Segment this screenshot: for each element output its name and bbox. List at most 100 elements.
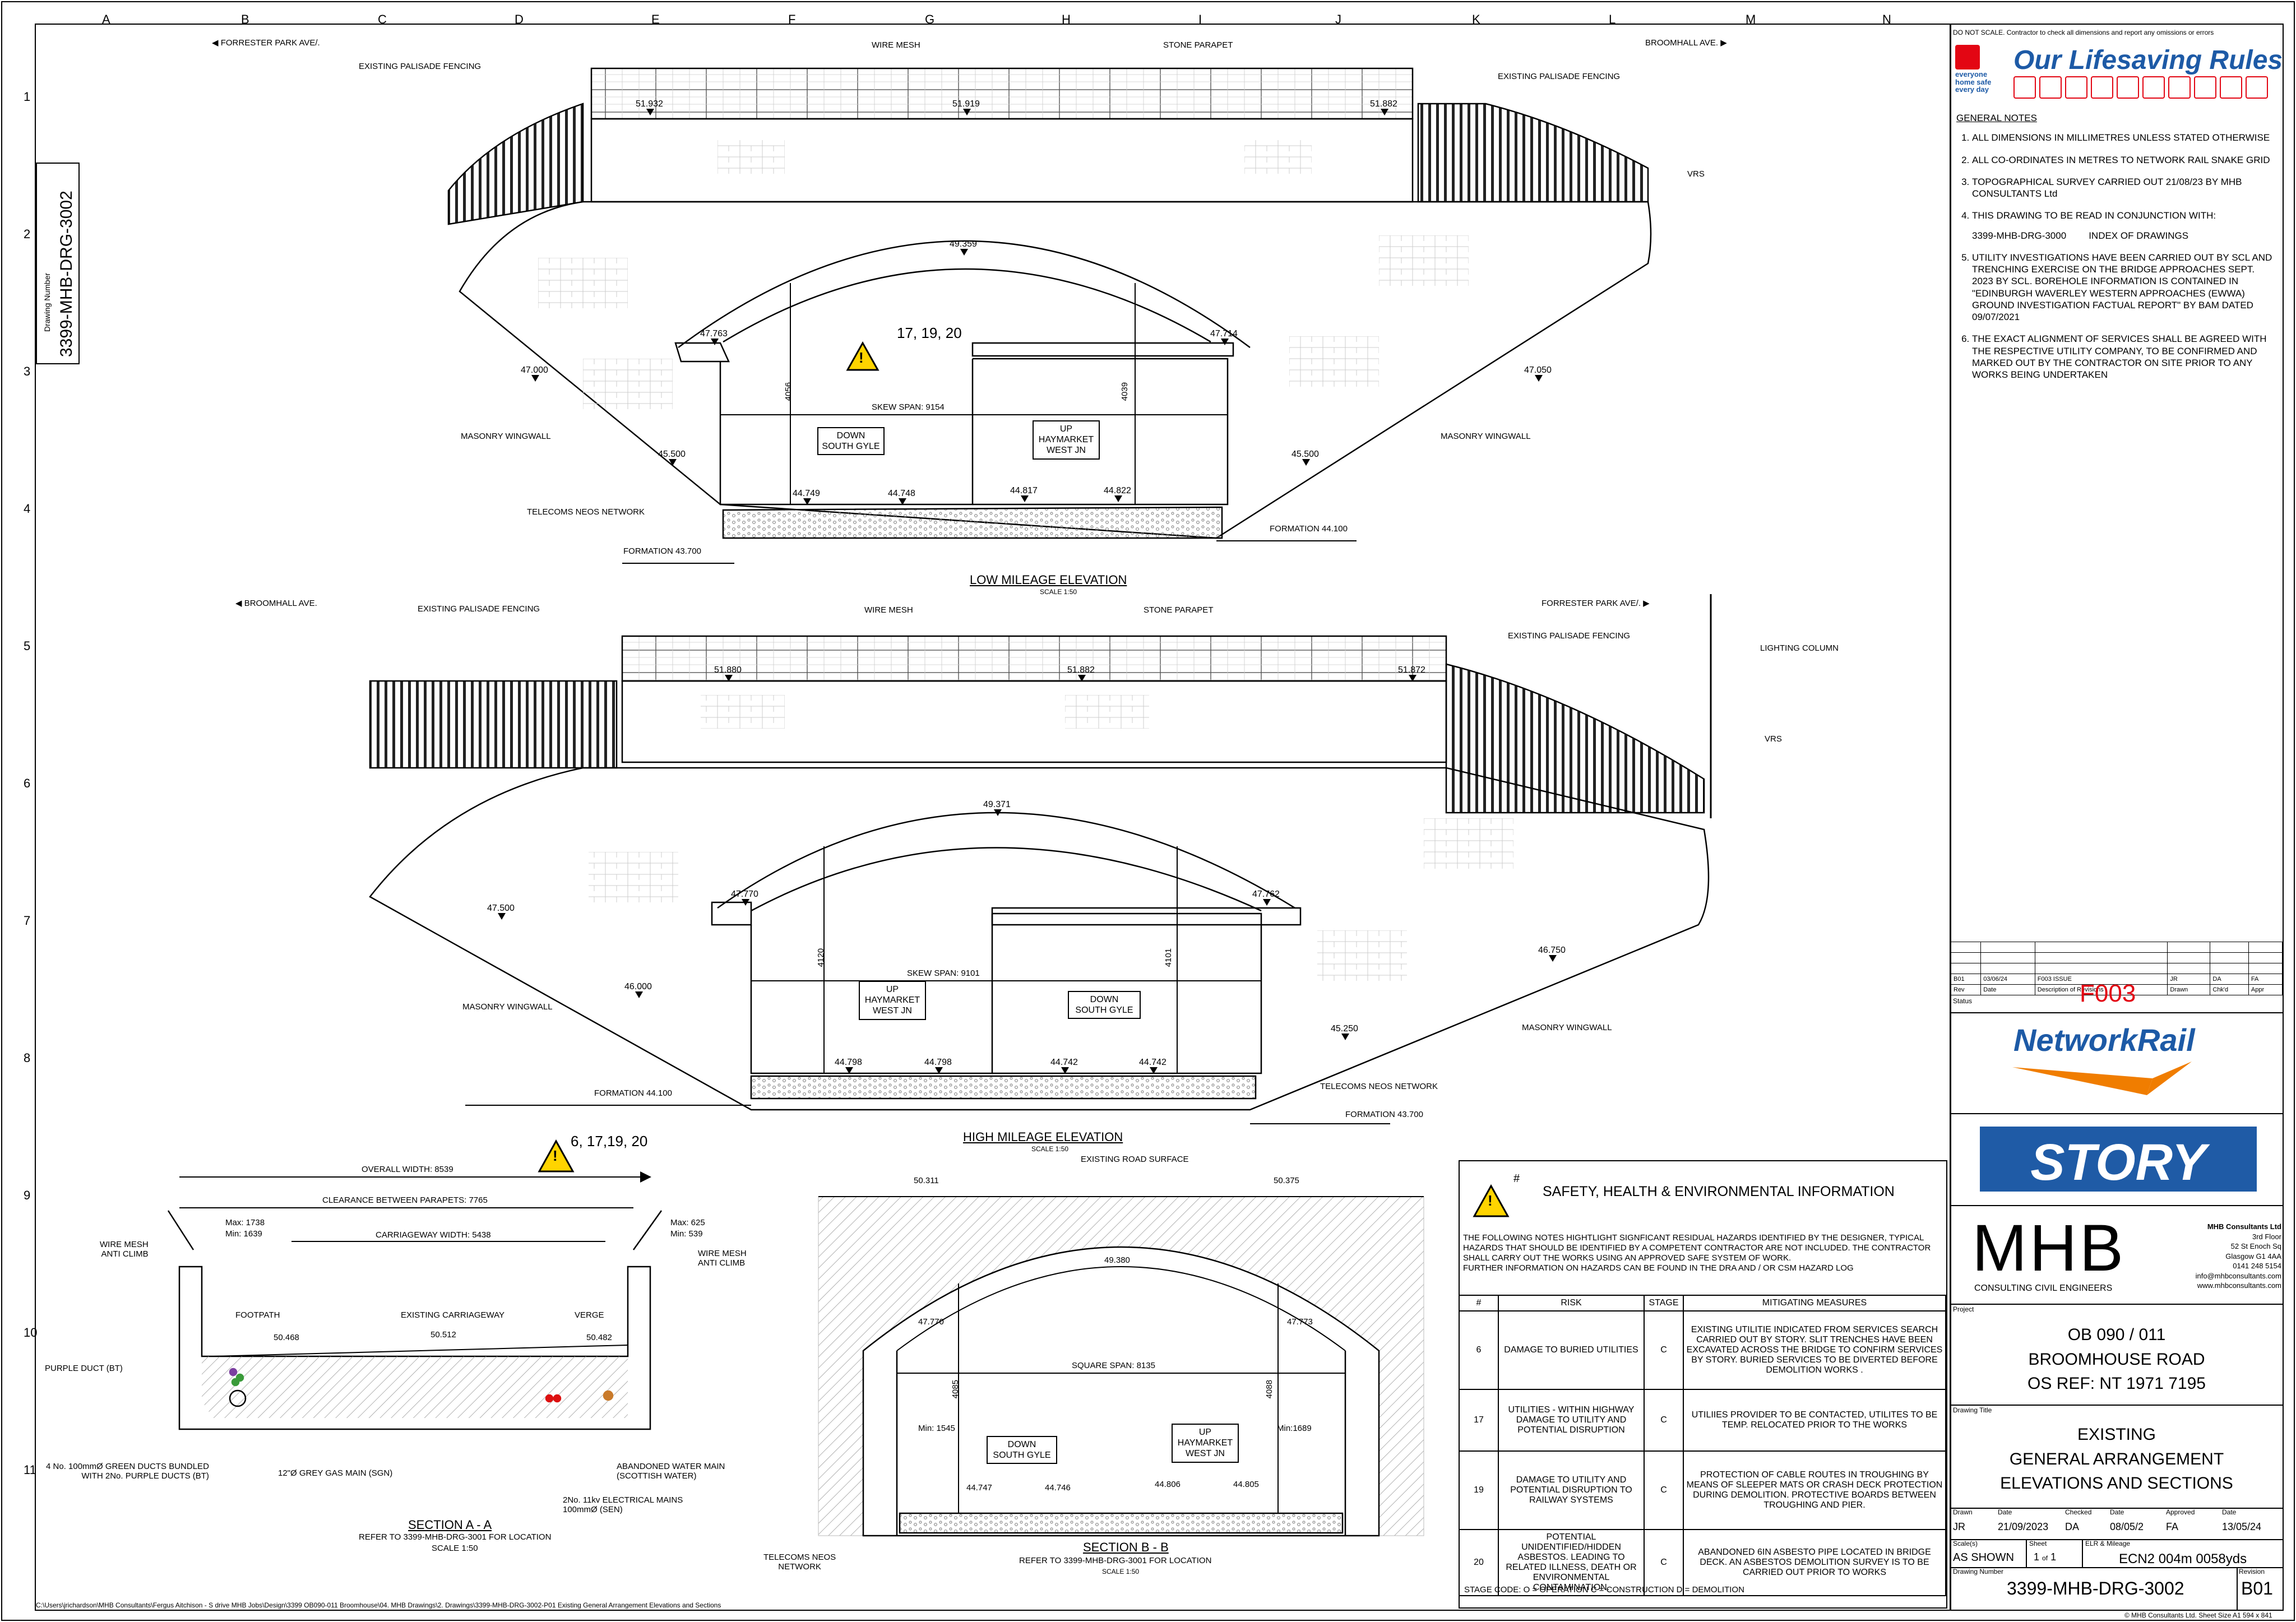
level-marker (1221, 339, 1229, 345)
general-note: ALL CO-ORDINATES IN METRES TO NETWORK RA… (1972, 154, 2276, 166)
level-marker (1061, 1067, 1069, 1074)
level-value: 49.359 (950, 239, 977, 249)
lifesaving-rules-banner: everyone home safe every day Our Lifesav… (1955, 45, 2283, 106)
drawing-title-label: Drawing Title (1953, 1406, 1992, 1414)
low-fence-right (1417, 103, 1649, 203)
approval-header: Approved (2166, 1508, 2195, 1516)
clearance-width: CLEARANCE BETWEEN PARAPETS: 7765 (322, 1195, 488, 1205)
grid-row-label: 1 (24, 90, 31, 104)
level-aa-1: 50.468 (274, 1333, 299, 1342)
low-fence-right-label: EXISTING PALISADE FENCING (1498, 72, 1621, 81)
low-parapet-label: STONE PARAPET (1163, 40, 1233, 50)
grid-column-label: K (1472, 12, 1480, 26)
hazard-cell-mit: UTILIIES PROVIDER TO BE CONTACTED, UTILI… (1683, 1389, 1946, 1452)
purple-duct-label: PURPLE DUCT (BT) (45, 1364, 123, 1373)
level-marker (1302, 459, 1310, 466)
section-a-a (167, 1171, 663, 1430)
general-note: UTILITY INVESTIGATIONS HAVE BEEN CARRIED… (1972, 252, 2276, 323)
side-drawing-number-box: Drawing Number 3399-MHB-DRG-3002 (36, 163, 80, 364)
hazard-cell-risk: POTENTIAL UNIDENTIFIED/HIDDEN ASBESTOS. … (1498, 1529, 1645, 1596)
level-value: 47.500 (487, 903, 515, 913)
general-note: THE EXACT ALIGNMENT OF SERVICES SHALL BE… (1972, 333, 2276, 381)
low-formation-left: FORMATION 43.700 (623, 546, 701, 556)
drawing-number: 3399-MHB-DRG-3002 (2007, 1578, 2184, 1598)
level-value: 47.714 (1210, 329, 1238, 339)
drawing-number-label: Drawing Number (1953, 1568, 2004, 1575)
high-left-dir-text: BROOMHALL AVE. (244, 599, 317, 608)
hazard-cell-risk: UTILITIES - WITHIN HIGHWAY DAMAGE TO UTI… (1498, 1389, 1645, 1452)
grid-column-label: G (925, 12, 935, 26)
drawing-frame (35, 24, 2284, 1611)
level-value: 44.817 (1010, 486, 1038, 495)
networkrail-swoosh-icon (2012, 1062, 2192, 1095)
level-marker (711, 339, 719, 345)
th: MITIGATING MEASURES (1683, 1295, 1946, 1311)
level-value: 46.750 (1538, 946, 1566, 955)
high-fence-right-label: EXISTING PALISADE FENCING (1508, 631, 1631, 641)
grid-column-label: I (1198, 12, 1202, 26)
low-height-right: 4039 (1120, 382, 1130, 401)
section-aa-ref: REFER TO 3399-MHB-DRG-3001 FOR LOCATION (359, 1532, 552, 1542)
low-left-direction: ◀ FORRESTER PARK AVE/. (212, 38, 320, 48)
level-marker (1341, 1034, 1349, 1040)
general-note: ALL DIMENSIONS IN MILLIMETRES UNLESS STA… (1972, 132, 2276, 143)
hazard-cell-n: 17 (1459, 1389, 1499, 1452)
revision-header-cell: Chk'd (2210, 984, 2249, 995)
drawing-title-line: EXISTING (2077, 1425, 2156, 1444)
low-right-dir-text: BROOMHALL AVE. (1645, 38, 1719, 48)
low-span-label: SKEW SPAN: 9154 (872, 402, 945, 412)
line-label: SOUTH GYLE (1075, 1005, 1133, 1016)
elr-value: ECN2 004m 0058yds (2119, 1551, 2247, 1567)
networkrail-wordmark: NetworkRail (2013, 1022, 2195, 1058)
label-line: ANTI CLIMB (101, 1249, 149, 1259)
low-formation-right: FORMATION 44.100 (1270, 524, 1348, 534)
carriageway-label: EXISTING CARRIAGEWAY (401, 1310, 505, 1320)
sheet-value: 1 of 1 (2034, 1551, 2056, 1563)
th: RISK (1498, 1295, 1645, 1311)
divider (1951, 1539, 2283, 1540)
grid-row-label: 7 (24, 914, 31, 928)
label-line: 4 No. 100mmØ GREEN DUCTS BUNDLED (46, 1462, 209, 1471)
lifesaving-rule-icon (2065, 76, 2087, 99)
level-marker (1381, 109, 1388, 115)
general-note-text: UTILITY INVESTIGATIONS HAVE BEEN CARRIED… (1972, 252, 2272, 322)
line-label: DOWN (1090, 995, 1119, 1004)
low-fence-left-label: EXISTING PALISADE FENCING (359, 62, 482, 71)
tagline-line: home safe (1955, 77, 1992, 86)
line-label: SOUTH GYLE (993, 1450, 1051, 1461)
bb-min-right: Min:1689 (1277, 1424, 1312, 1433)
hazard-cell-stage: C (1644, 1529, 1684, 1596)
high-mileage-elevation (369, 594, 1712, 1124)
grid-column-label: E (651, 12, 660, 26)
low-right-direction: BROOMHALL AVE. ▶ (1645, 38, 1727, 48)
tagline-line: every day (1955, 85, 1989, 94)
divider (2237, 1567, 2238, 1610)
address-line: MHB Consultants Ltd (2207, 1222, 2281, 1231)
level-marker (1021, 495, 1029, 502)
high-fence-right (1445, 663, 1705, 814)
section-bb-ref: REFER TO 3399-MHB-DRG-3001 FOR LOCATION (1019, 1556, 1212, 1565)
level-value: 44.822 (1104, 486, 1131, 495)
revision-label: Revision (2239, 1568, 2265, 1575)
grid-column-label: N (1882, 12, 1891, 26)
th: # (1459, 1295, 1499, 1311)
general-note-text: ALL CO-ORDINATES IN METRES TO NETWORK RA… (1972, 154, 2270, 165)
high-fence-left (369, 680, 618, 769)
revision-header-cell: Rev (1950, 984, 1982, 995)
project-line: BROOMHOUSE ROAD (2028, 1350, 2205, 1369)
level-value: 47.762 (1252, 889, 1280, 899)
high-wire-mesh (621, 635, 1447, 682)
level-marker (1535, 375, 1543, 382)
general-notes-heading: GENERAL NOTES (1956, 113, 2037, 123)
level-value: 45.500 (1292, 449, 1319, 459)
high-elevation-title: HIGH MILEAGE ELEVATION (963, 1130, 1123, 1144)
lifesaving-rule-icon (2039, 76, 2062, 99)
general-note-text: THE EXACT ALIGNMENT OF SERVICES SHALL BE… (1972, 333, 2267, 380)
level-value: 44.748 (888, 489, 915, 498)
